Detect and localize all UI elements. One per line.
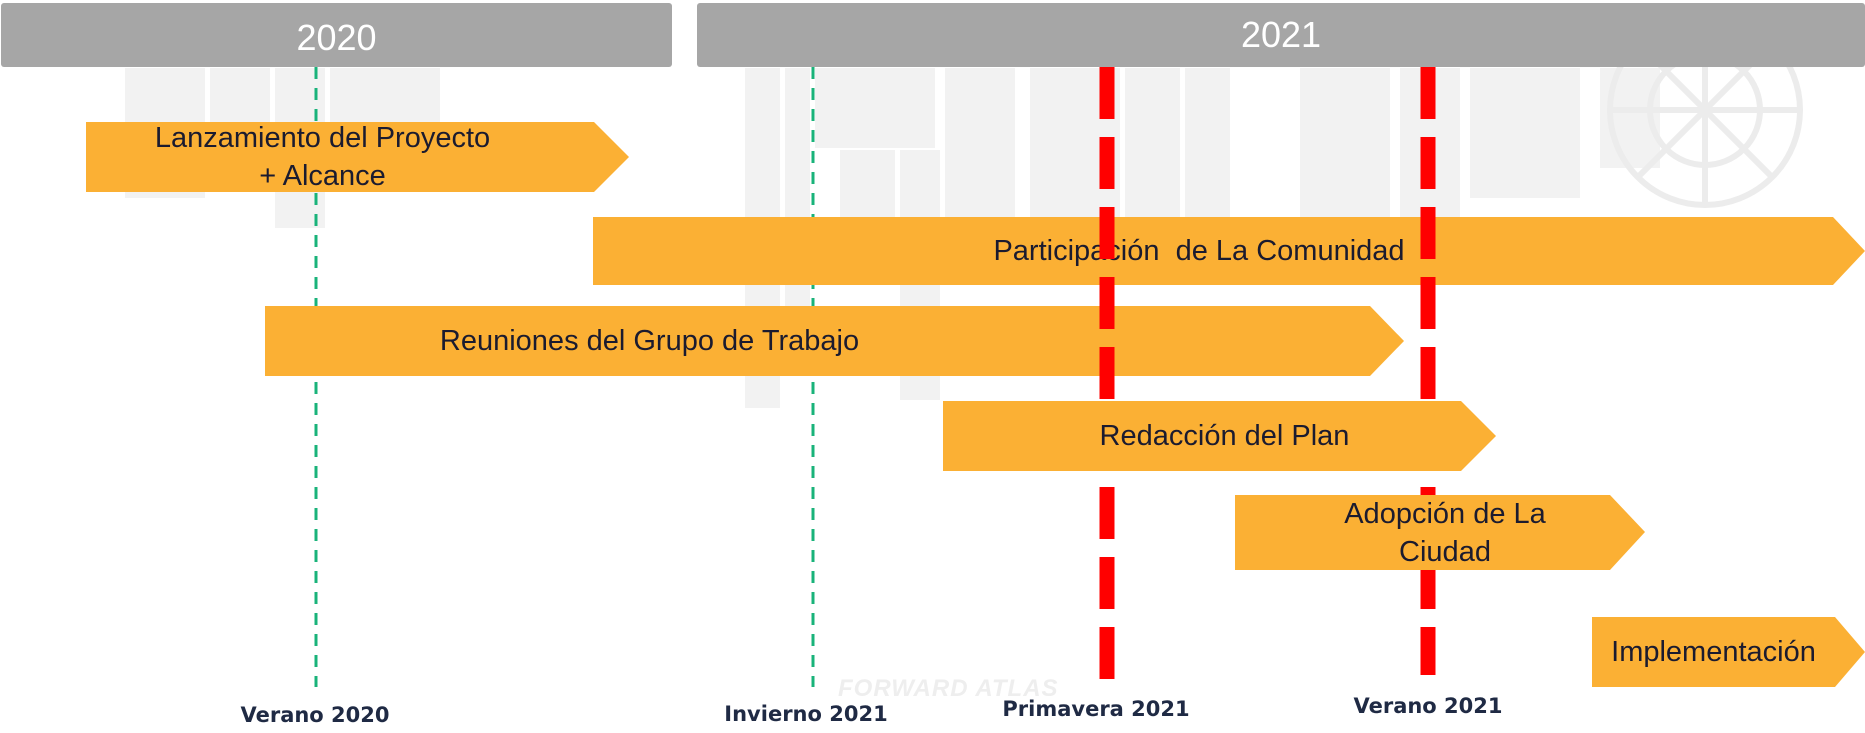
milestone-line-verano-2021 bbox=[1420, 67, 1436, 675]
milestone-label-invierno-2021: Invierno 2021 bbox=[724, 702, 888, 726]
milestone-label-verano-2020: Verano 2020 bbox=[240, 703, 390, 727]
phase-arrow-lanzamiento: Lanzamiento del Proyecto + Alcance bbox=[86, 122, 629, 192]
year-label-2021: 2021 bbox=[1240, 14, 1322, 55]
phase-arrow-implementacion: Implementación bbox=[1592, 617, 1865, 687]
phase-label-redaccion: Redacción del Plan bbox=[1099, 420, 1350, 452]
phase-label-reuniones: Reuniones del Grupo de Trabajo bbox=[439, 325, 860, 357]
phase-arrow-adopcion: Adopción de La Ciudad bbox=[1235, 495, 1645, 570]
year-bar-2021: 2021 bbox=[697, 3, 1865, 67]
watermark-logo: FORWARD ATLAS bbox=[838, 675, 1059, 702]
milestone-line-primavera-2021 bbox=[1099, 67, 1115, 690]
phase-arrow-reuniones: Reuniones del Grupo de Trabajo bbox=[265, 306, 1404, 376]
phase-label-participacion: Participación de La Comunidad bbox=[993, 235, 1405, 267]
phase-label-lanzamiento: Lanzamiento del Proyecto + Alcance bbox=[154, 122, 491, 192]
year-label-2020: 2020 bbox=[296, 17, 377, 58]
phase-label-implementacion: Implementación bbox=[1611, 636, 1816, 668]
year-bar-2020: 2020 bbox=[1, 3, 672, 67]
phase-arrow-participacion: Participación de La Comunidad bbox=[593, 217, 1865, 285]
phase-arrow-redaccion: Redacción del Plan bbox=[943, 401, 1496, 471]
milestone-label-verano-2021: Verano 2021 bbox=[1353, 694, 1503, 718]
milestone-label-primavera-2021: Primavera 2021 bbox=[1002, 697, 1190, 721]
phase-label-adopcion: Adopción de La Ciudad bbox=[1344, 497, 1546, 568]
milestone-line-invierno-2021 bbox=[811, 67, 815, 687]
